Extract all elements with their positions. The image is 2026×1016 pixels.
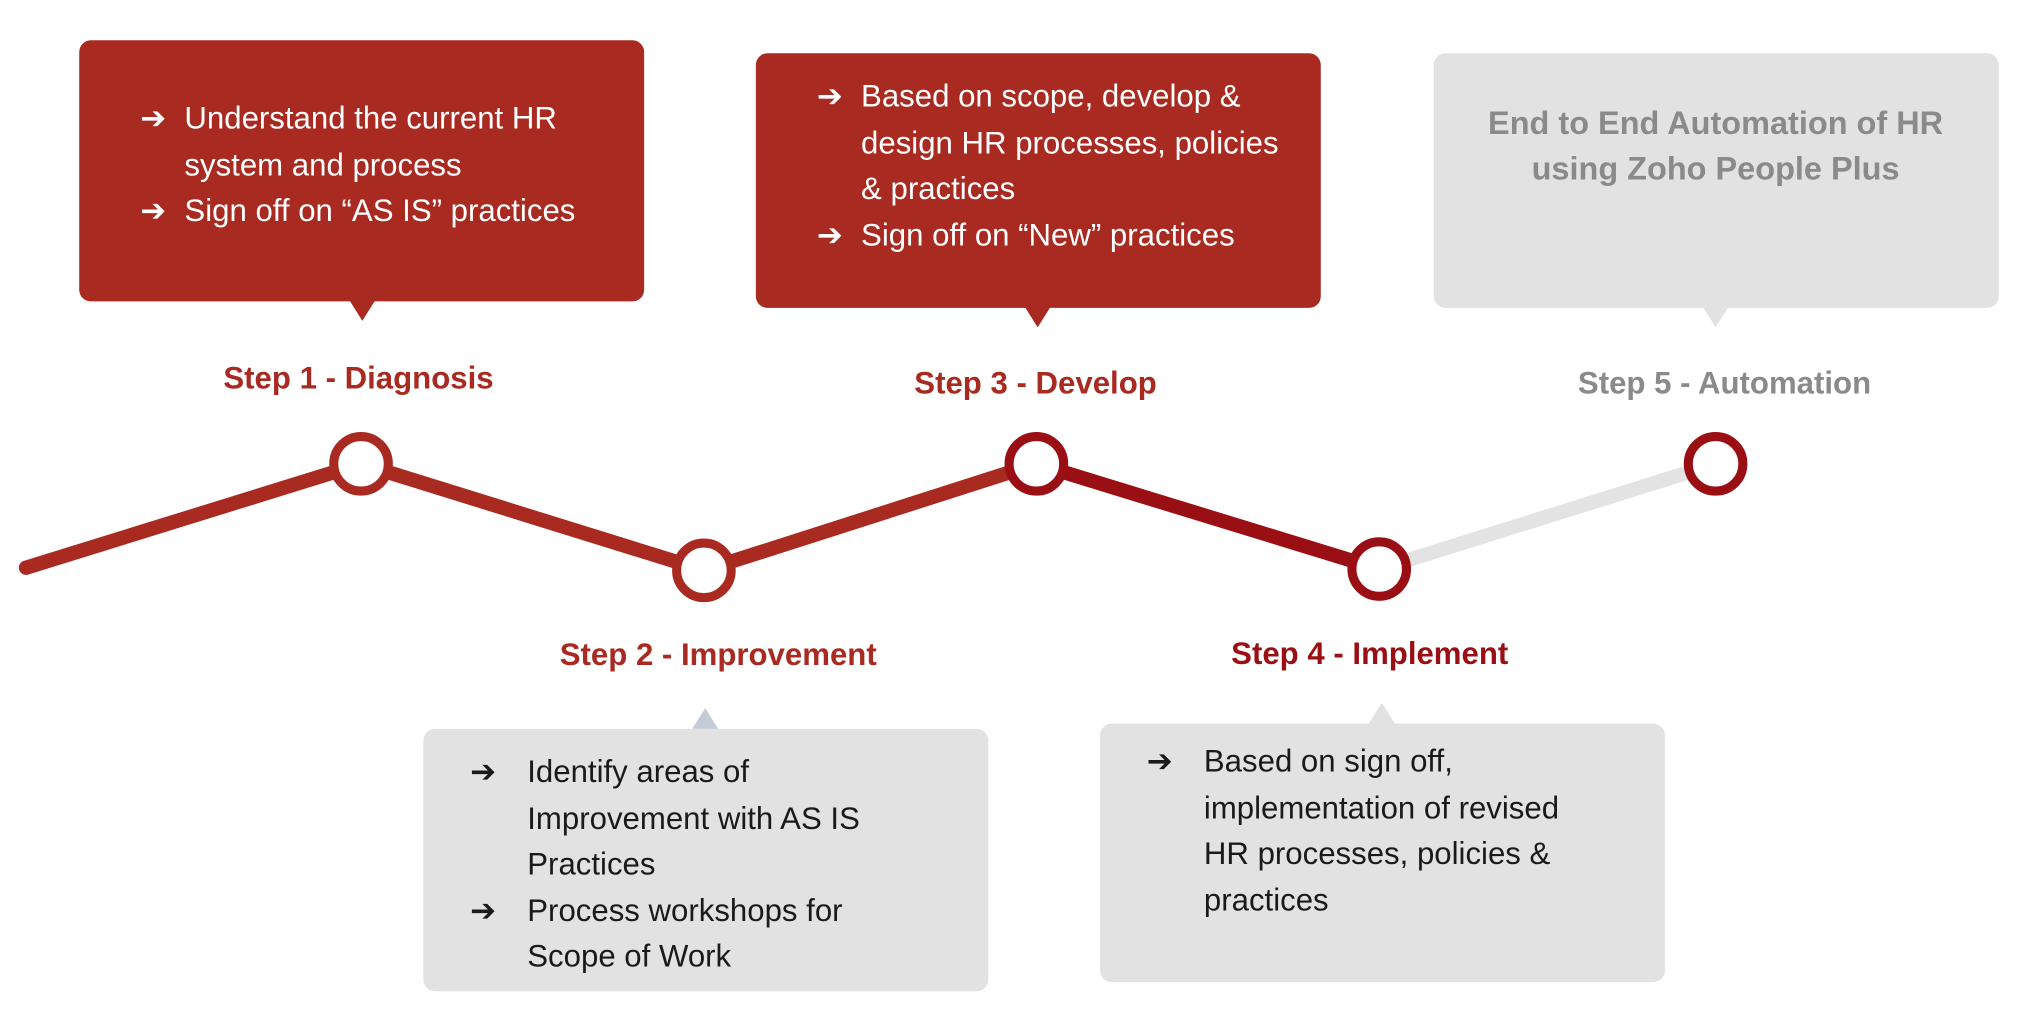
timeline-segment-4: [1029, 456, 1387, 577]
step-3-label: Step 3 - Develop: [914, 366, 1157, 402]
step-1-item-text: Sign off on “AS IS” practices: [184, 193, 576, 229]
step-1-item: ➔ Understand the current HR system and p…: [140, 96, 623, 188]
arrow-right-icon: ➔: [816, 79, 843, 115]
arrow-right-icon: ➔: [470, 754, 497, 790]
step-2-node: [672, 538, 736, 603]
timeline-segment-3: [696, 456, 1044, 578]
step-3-item: ➔ Based on scope, develop & design HR pr…: [817, 74, 1304, 212]
arrow-right-icon: ➔: [140, 193, 167, 229]
step-3-callout-pointer: [1024, 306, 1051, 328]
step-1-callout-pointer: [349, 300, 376, 321]
step-1-items: ➔ Understand the current HR system and p…: [140, 96, 623, 234]
timeline-segment-2: [353, 456, 712, 578]
step-2-item-text: Identify areas of Improvement with AS IS…: [527, 754, 860, 883]
arrow-right-icon: ➔: [470, 893, 497, 929]
step-3-item-text: Sign off on “New” practices: [861, 217, 1235, 253]
step-2-items: ➔ Identify areas of Improvement with AS …: [470, 750, 938, 981]
step-4-callout-pointer: [1368, 702, 1395, 724]
step-4-item: ➔ Based on sign off, implementation of r…: [1147, 739, 1604, 923]
timeline-segment-1: [18, 456, 369, 575]
step-5-node: [1683, 431, 1748, 496]
arrow-right-icon: ➔: [140, 101, 167, 137]
step-4-node: [1347, 537, 1412, 601]
step-2-callout-pointer: [692, 708, 719, 729]
step-5-callout-pointer: [1702, 306, 1729, 328]
step-3-node: [1004, 431, 1069, 496]
step-3-item-text: Based on scope, develop & design HR proc…: [861, 79, 1279, 207]
step-1-label: Step 1 - Diagnosis: [223, 361, 494, 397]
step-5-callout: End to End Automation of HR using Zoho P…: [1433, 53, 1999, 308]
step-2-item-text: Process workshops for Scope of Work: [527, 893, 843, 975]
step-2-item: ➔ Identify areas of Improvement with AS …: [470, 750, 938, 888]
step-4-label: Step 4 - Implement: [1231, 636, 1509, 672]
step-3-callout: ➔ Based on scope, develop & design HR pr…: [755, 53, 1321, 308]
arrow-right-icon: ➔: [1146, 744, 1173, 780]
step-2-item: ➔ Process workshops for Scope of Work: [470, 888, 938, 980]
step-4-items: ➔ Based on sign off, implementation of r…: [1147, 739, 1604, 923]
step-5-label: Step 5 - Automation: [1577, 366, 1872, 402]
arrow-right-icon: ➔: [816, 217, 843, 253]
step-2-callout: ➔ Identify areas of Improvement with AS …: [423, 728, 989, 992]
timeline-segment-5: [1372, 456, 1723, 577]
step-4-item-text: Based on sign off, implementation of rev…: [1203, 744, 1560, 918]
step-1-item-text: Understand the current HR system and pro…: [184, 101, 557, 183]
step-1-callout: ➔ Understand the current HR system and p…: [79, 40, 645, 302]
step-3-item: ➔ Sign off on “New” practices: [817, 212, 1304, 258]
step-1-node: [329, 431, 393, 496]
step-3-items: ➔ Based on scope, develop & design HR pr…: [817, 74, 1304, 258]
step-4-callout: ➔ Based on sign off, implementation of r…: [1099, 723, 1665, 983]
step-5-text: End to End Automation of HR using Zoho P…: [1488, 105, 1944, 188]
step-2-label: Step 2 - Improvement: [559, 637, 877, 673]
step-1-item: ➔ Sign off on “AS IS” practices: [140, 188, 623, 234]
